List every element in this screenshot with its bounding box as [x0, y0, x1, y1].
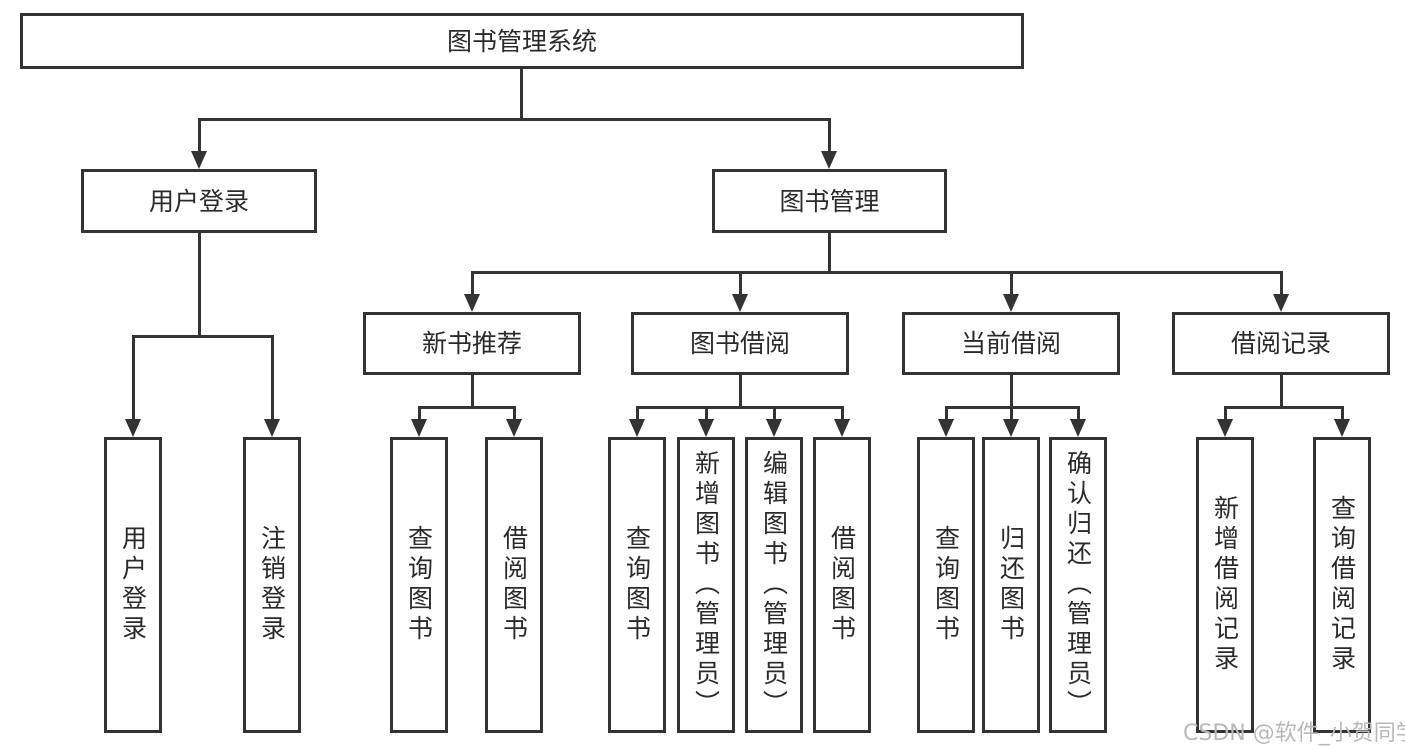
edge-arrowhead: [821, 151, 837, 169]
node-label: 查询借阅记录: [1327, 495, 1357, 675]
node-query-books-recommend: 查询图书: [390, 437, 448, 733]
node-label: 查询图书: [931, 525, 961, 645]
node-label: 借阅记录: [1230, 329, 1331, 358]
edge-arrowhead: [1003, 294, 1019, 312]
edge-line: [705, 406, 708, 419]
node-label: 查询图书: [622, 525, 652, 645]
edge-line: [1224, 406, 1344, 409]
node-label: 用户登录: [118, 525, 148, 645]
node-label: 注销登录: [257, 525, 287, 645]
node-user-login: 用户登录: [81, 169, 317, 233]
edge-arrowhead: [629, 419, 645, 437]
edge-line: [945, 406, 948, 419]
node-library-management-system: 图书管理系统: [20, 13, 1024, 69]
edge-line: [198, 233, 201, 335]
edge-line: [636, 406, 639, 419]
node-label: 新增图书（管理员）: [691, 450, 721, 720]
node-label: 图书管理: [779, 186, 880, 216]
node-label: 当前借阅: [960, 329, 1061, 358]
node-logout: 注销登录: [243, 437, 301, 733]
edge-arrowhead: [732, 294, 748, 312]
edge-line: [132, 335, 135, 419]
edge-arrowhead: [766, 419, 782, 437]
node-label: 用户登录: [148, 186, 249, 216]
edge-line: [271, 335, 274, 419]
node-return-books: 归还图书: [982, 437, 1040, 733]
edge-arrowhead: [411, 419, 427, 437]
edge-arrowhead: [1003, 419, 1019, 437]
edge-arrowhead: [264, 419, 280, 437]
node-add-books-admin: 新增图书（管理员）: [677, 437, 735, 733]
node-current-borrowing: 当前借阅: [902, 312, 1120, 375]
node-add-borrow-record: 新增借阅记录: [1196, 437, 1254, 733]
edge-arrowhead: [834, 419, 850, 437]
node-label: 新书推荐: [421, 329, 522, 358]
node-book-borrowing: 图书借阅: [631, 312, 849, 375]
node-borrow-books-recommend: 借阅图书: [485, 437, 543, 733]
edge-line: [828, 118, 831, 151]
node-confirm-return-admin: 确认归还（管理员）: [1049, 437, 1107, 733]
node-label: 确认归还（管理员）: [1063, 450, 1093, 720]
node-query-books-borrowing: 查询图书: [608, 437, 666, 733]
edge-line: [471, 271, 1283, 274]
edge-line: [841, 406, 844, 419]
edge-arrowhead: [1273, 294, 1289, 312]
edge-line: [1010, 406, 1013, 419]
edge-line: [1341, 406, 1344, 419]
edge-arrowhead: [1070, 419, 1086, 437]
edge-line: [198, 118, 831, 121]
node-label: 归还图书: [996, 525, 1026, 645]
edge-line: [773, 406, 776, 419]
node-user-login-leaf: 用户登录: [104, 437, 162, 733]
edge-arrowhead: [1217, 419, 1233, 437]
edge-line: [1280, 271, 1283, 294]
node-label: 借阅图书: [499, 525, 529, 645]
edge-line: [198, 118, 201, 151]
node-query-borrow-record: 查询借阅记录: [1313, 437, 1371, 733]
node-query-books-current: 查询图书: [917, 437, 975, 733]
edge-arrowhead: [506, 419, 522, 437]
node-label: 新增借阅记录: [1210, 495, 1240, 675]
node-book-management: 图书管理: [712, 169, 947, 233]
edge-line: [1224, 406, 1227, 419]
node-new-book-recommendation: 新书推荐: [363, 312, 581, 375]
node-label: 图书借阅: [689, 329, 790, 358]
node-borrow-books-borrowing: 借阅图书: [813, 437, 871, 733]
edge-line: [739, 271, 742, 294]
edge-arrowhead: [1334, 419, 1350, 437]
csdn-watermark: CSDN @软件_小贺同学: [1183, 721, 1405, 746]
node-label: 借阅图书: [827, 525, 857, 645]
node-label: 图书管理系统: [446, 26, 597, 56]
edge-line: [132, 335, 274, 338]
edge-arrowhead: [125, 419, 141, 437]
edge-line: [513, 406, 516, 419]
edge-line: [471, 375, 474, 406]
edge-line: [418, 406, 516, 409]
edge-arrowhead: [464, 294, 480, 312]
edge-arrowhead: [938, 419, 954, 437]
edge-line: [828, 233, 831, 271]
edge-line: [1280, 375, 1283, 406]
node-label: 查询图书: [404, 525, 434, 645]
edge-line: [418, 406, 421, 419]
edge-line: [520, 69, 523, 118]
edge-arrowhead: [191, 151, 207, 169]
edge-line: [1010, 375, 1013, 406]
edge-line: [471, 271, 474, 294]
edge-line: [636, 406, 844, 409]
edge-line: [1010, 271, 1013, 294]
node-borrowing-records: 借阅记录: [1172, 312, 1390, 375]
node-label: 编辑图书（管理员）: [759, 450, 789, 720]
edge-arrowhead: [698, 419, 714, 437]
node-edit-books-admin: 编辑图书（管理员）: [745, 437, 803, 733]
edge-line: [739, 375, 742, 406]
edge-line: [1077, 406, 1080, 419]
